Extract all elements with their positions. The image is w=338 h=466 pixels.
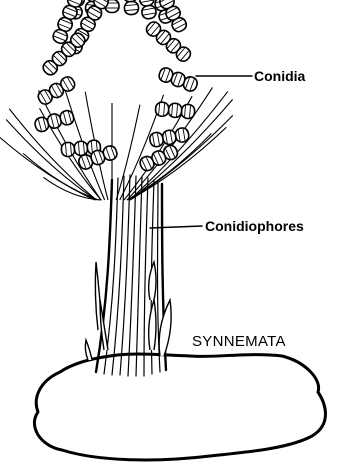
- side-hypha: [159, 300, 171, 356]
- conidium-cell: [141, 4, 157, 19]
- stalk-hypha: [136, 177, 142, 376]
- conidium: [149, 132, 164, 148]
- conidium-cell: [168, 103, 182, 118]
- conidium: [141, 4, 157, 19]
- conidium: [174, 127, 189, 143]
- synnema-branches: [0, 82, 233, 200]
- conidium: [124, 1, 139, 15]
- conidium-cell: [149, 132, 164, 148]
- conidiophore-branch: [116, 105, 140, 200]
- synnemata-label: SYNNEMATA: [192, 333, 286, 350]
- conidium: [162, 129, 177, 145]
- stalk-hypha: [144, 178, 148, 376]
- conidium: [168, 103, 182, 118]
- side-hypha: [85, 340, 92, 360]
- side-hypha: [149, 300, 156, 350]
- conidium: [181, 104, 195, 119]
- conidium-cell: [124, 1, 139, 15]
- conidia-label: Conidia: [254, 68, 306, 84]
- conidium: [61, 142, 75, 157]
- conidium-cell: [155, 102, 169, 117]
- substrate: [34, 354, 325, 460]
- conidium-cell: [74, 141, 88, 156]
- conidium-cell: [162, 129, 177, 145]
- side-hypha: [149, 262, 156, 300]
- conidia-cluster: [34, 0, 199, 173]
- conidium: [155, 102, 169, 117]
- stalk-hypha: [120, 175, 130, 375]
- conidium-cell: [61, 142, 75, 157]
- conidiophores-label: Conidiophores: [205, 218, 304, 234]
- conidium: [74, 141, 88, 156]
- conidium-cell: [181, 104, 195, 119]
- conidium-cell: [174, 127, 189, 143]
